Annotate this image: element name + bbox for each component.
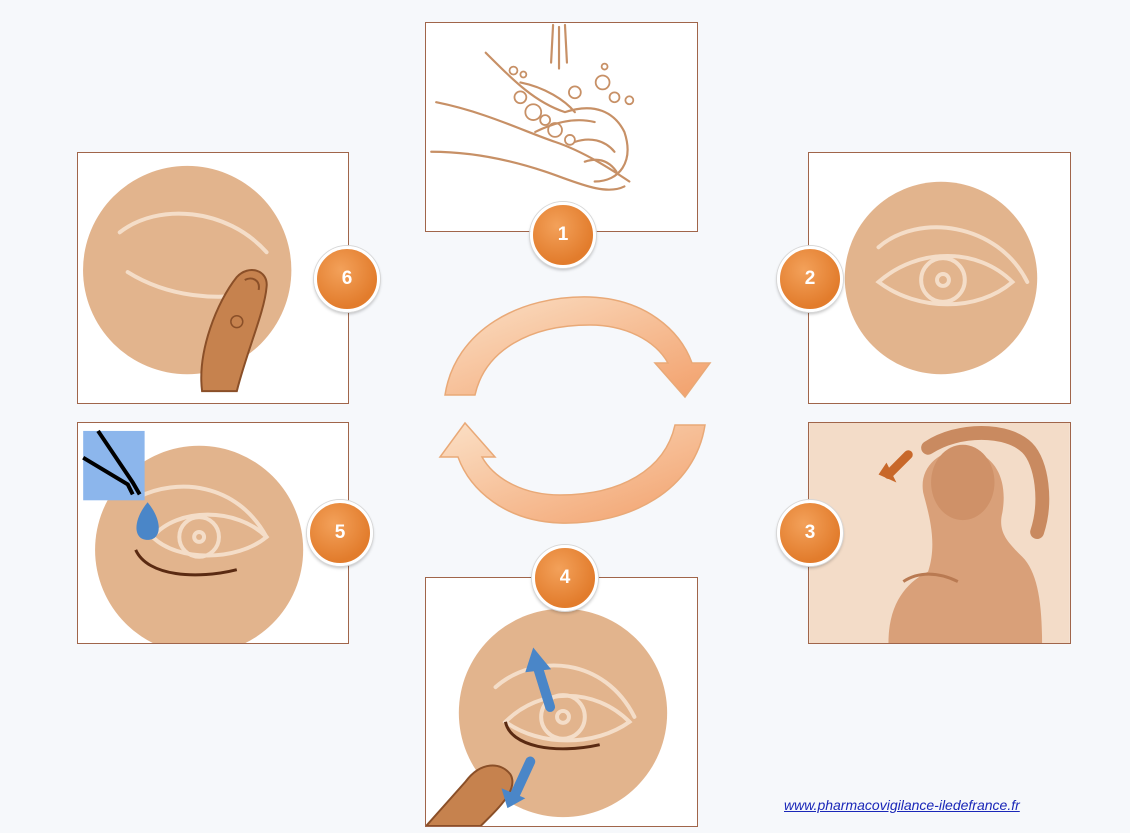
source-link[interactable]: www.pharmacovigilance-iledefrance.fr	[784, 797, 1020, 813]
step-2-panel	[808, 152, 1071, 404]
step-1-badge: 1	[530, 202, 596, 268]
step-3-badge: 3	[777, 500, 843, 566]
hand-washing-icon	[426, 23, 697, 231]
step-4-panel	[425, 577, 698, 827]
step-4-badge: 4	[532, 545, 598, 611]
eye-icon	[809, 153, 1070, 403]
step-6-badge: 6	[314, 246, 380, 312]
press-inner-eye-corner-icon	[78, 153, 348, 403]
step-2-badge: 2	[777, 246, 843, 312]
step-1-panel	[425, 22, 698, 232]
head-tilt-back-icon	[809, 423, 1070, 643]
step-5-badge: 5	[307, 500, 373, 566]
pull-down-lower-eyelid-icon	[426, 578, 697, 826]
step-6-panel	[77, 152, 349, 404]
circular-arrows-icon	[430, 285, 720, 535]
step-3-panel	[808, 422, 1071, 644]
